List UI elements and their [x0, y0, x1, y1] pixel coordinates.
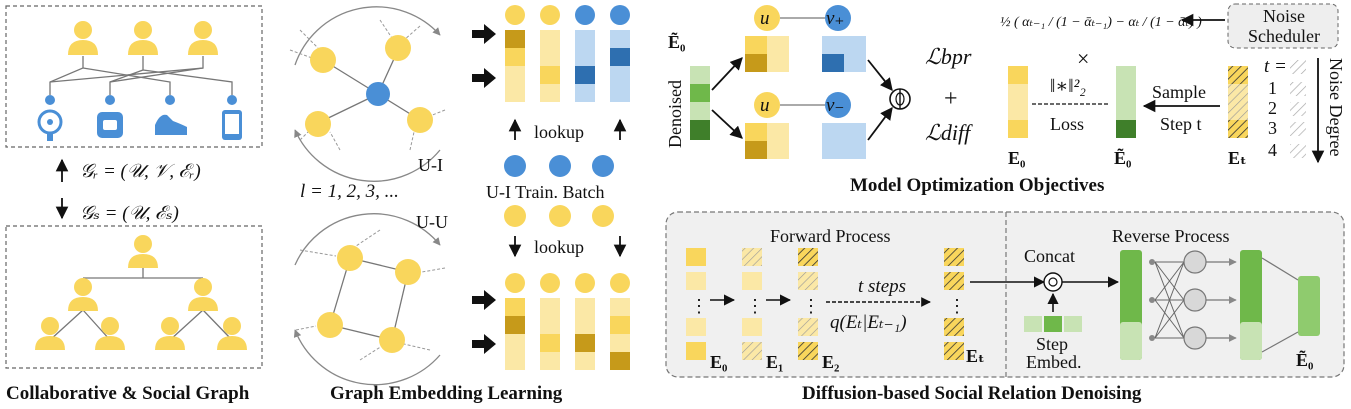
v-minus-label: v₋	[826, 95, 844, 116]
panel-collaborative-social-graph: 𝒢ᵣ = (𝒰, 𝒱, ℰᵣ) 𝒢ₛ = (𝒰, ℰₛ) Collaborati…	[5, 5, 263, 404]
concat-label: Concat	[1024, 246, 1075, 266]
neg-pair-grid	[745, 123, 866, 159]
diffusion-box	[665, 211, 1345, 378]
degree-step-1: 1	[1268, 78, 1277, 98]
panel-model-optimization: Ẽ₀ Denoised u v₊ u v₋	[665, 3, 1346, 196]
user-embedding-columns-bottom	[505, 273, 630, 370]
plus-label: +	[944, 86, 958, 112]
forward-process-label: Forward Process	[770, 226, 890, 246]
u-top-label: u	[760, 8, 770, 29]
et-column	[1228, 66, 1248, 138]
reverse-mlp	[1120, 250, 1320, 360]
forward-et-label: Eₜ	[966, 346, 985, 366]
caption-graph-embedding-learning: Graph Embedding Learning	[330, 383, 563, 404]
noise-degree-label: Noise Degree	[1326, 58, 1346, 156]
sneaker-icon	[155, 114, 187, 135]
tablet-icon	[222, 110, 242, 140]
t-steps-label: t steps	[858, 276, 906, 297]
svg-text:⋮: ⋮	[690, 296, 708, 316]
concat-operator-icon	[1043, 272, 1063, 292]
pos-pair-grid	[745, 36, 866, 72]
degree-step-4: 4	[1268, 140, 1277, 160]
uu-graph-box	[5, 225, 263, 369]
noise-scheduler-line1: Noise	[1263, 6, 1305, 26]
reverse-process-label: Reverse Process	[1112, 226, 1229, 246]
denoised-label: Denoised	[665, 80, 685, 148]
forward-e0-column: ⋮	[686, 248, 708, 360]
item-embedding-columns-top	[575, 5, 630, 102]
layer-label: l = 1, 2, 3, ...	[300, 181, 399, 202]
panel-diffusion-denoising: Forward Process Reverse Process ⋮ E₀ ⋮ E…	[665, 211, 1345, 404]
step-t-label: Step t	[1160, 114, 1202, 134]
norm-label: ‖∗‖²₂	[1050, 76, 1086, 97]
loss-label: Loss	[1050, 114, 1084, 134]
forward-e1-label: E₁	[766, 352, 783, 372]
caption-model-optimization: Model Optimization Objectives	[850, 175, 1104, 196]
svg-text:⋮: ⋮	[802, 296, 820, 316]
lookup-label-top: lookup	[534, 122, 584, 142]
degree-step-2: 2	[1268, 98, 1277, 118]
forward-et-column: ⋮	[944, 248, 966, 360]
embedding-arrows	[472, 24, 496, 354]
forward-e0-label: E₀	[710, 352, 727, 372]
user-icon	[68, 21, 218, 55]
reverse-e0-tilde-label: Ẽ₀	[1296, 349, 1313, 370]
rice-cooker-icon	[97, 112, 123, 138]
l-bpr-label: ℒbpr	[925, 44, 972, 69]
l-diff-label: ℒdiff	[925, 120, 973, 145]
e0-tilde-label-right: Ẽ₀	[1114, 147, 1131, 168]
noise-degree-swatches	[1290, 60, 1306, 158]
svg-text:⋮: ⋮	[948, 296, 966, 316]
times-label: ×	[1077, 46, 1089, 71]
e0-label: E₀	[1008, 148, 1025, 168]
denoised-embedding	[690, 66, 710, 140]
train-batch-nodes	[504, 155, 614, 227]
svg-text:⋮: ⋮	[746, 296, 764, 316]
forward-e2-label: E₂	[822, 352, 839, 372]
uu-graph-definition: 𝒢ₛ = (𝒰, ℰₛ)	[80, 203, 179, 224]
caption-diffusion-denoising: Diffusion-based Social Relation Denoisin…	[802, 383, 1142, 404]
degree-step-3: 3	[1268, 118, 1277, 138]
forward-q-label: q(Eₜ|Eₜ₋₁)	[830, 312, 907, 333]
u-bottom-label: u	[760, 95, 770, 116]
t-equals-label: t =	[1264, 56, 1287, 77]
ui-graph-label: U-I	[418, 155, 443, 175]
forward-e1-column: ⋮	[742, 248, 764, 360]
train-batch-label: U-I Train. Batch	[486, 182, 605, 202]
e0-target-column	[1008, 66, 1028, 138]
user-node	[754, 5, 780, 31]
ui-graph: U-I	[289, 6, 446, 182]
panel-graph-embedding-learning: U-I l = 1, 2, 3, ... U-U	[289, 5, 630, 404]
noise-scheduler-box	[1227, 3, 1339, 49]
sample-label: Sample	[1152, 82, 1206, 102]
loss-weight-formula: ½ ( αₜ₋₁ / (1 − ᾱₜ₋₁) − αₜ / (1 − ᾱₜ) )	[1000, 15, 1202, 30]
user-embedding-columns-top	[505, 5, 560, 102]
lookup-label-bottom: lookup	[534, 237, 584, 257]
e0-tilde-column	[1116, 66, 1136, 138]
interaction-edges	[49, 56, 233, 95]
noise-scheduler-line2: Scheduler	[1248, 26, 1320, 46]
caption-collaborative-social-graph: Collaborative & Social Graph	[6, 383, 250, 404]
step-embed-line2: Embed.	[1026, 352, 1082, 372]
forward-e2-column: ⋮	[798, 248, 820, 360]
v-plus-label: v₊	[826, 8, 844, 29]
ui-graph-definition: 𝒢ᵣ = (𝒰, 𝒱, ℰᵣ)	[80, 161, 201, 182]
ui-graph-box	[5, 5, 263, 148]
step-embedding	[1024, 316, 1082, 332]
e0-tilde-label: Ẽ₀	[668, 31, 685, 52]
uu-graph-label: U-U	[416, 212, 448, 232]
user-icon	[35, 235, 247, 350]
step-embed-line1: Step	[1036, 334, 1068, 354]
fan-icon	[37, 109, 63, 141]
item-nodes	[45, 95, 237, 105]
uu-graph: U-U	[293, 212, 448, 386]
et-label: Eₜ	[1228, 148, 1247, 168]
